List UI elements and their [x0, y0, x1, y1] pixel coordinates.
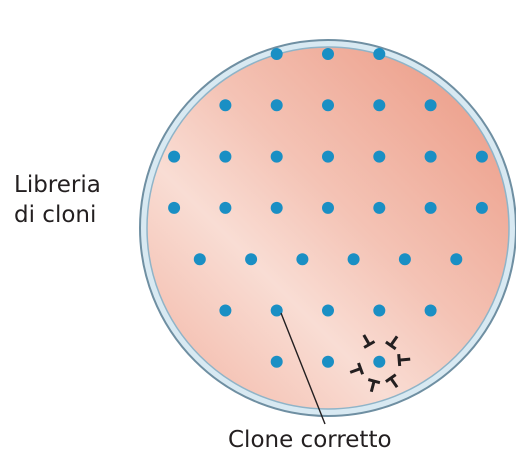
- colony: [373, 48, 385, 60]
- colony: [348, 253, 360, 265]
- correct-clone-label: Clone corretto: [228, 425, 392, 455]
- colony: [168, 202, 180, 214]
- colony: [425, 99, 437, 111]
- colony: [271, 305, 283, 317]
- colony: [271, 151, 283, 163]
- colony: [476, 151, 488, 163]
- colony: [322, 48, 334, 60]
- colony: [271, 99, 283, 111]
- correct-clone-colony: [373, 356, 385, 368]
- colony: [271, 202, 283, 214]
- colony: [168, 151, 180, 163]
- colony: [322, 151, 334, 163]
- colony: [425, 151, 437, 163]
- colony: [399, 253, 411, 265]
- colony: [271, 356, 283, 368]
- colony: [373, 202, 385, 214]
- colony: [219, 151, 231, 163]
- colony: [219, 202, 231, 214]
- colony: [373, 99, 385, 111]
- colony: [425, 305, 437, 317]
- colony: [373, 305, 385, 317]
- colony: [322, 202, 334, 214]
- colony: [425, 202, 437, 214]
- colony: [271, 48, 283, 60]
- colony: [219, 305, 231, 317]
- colony: [322, 99, 334, 111]
- colony: [219, 99, 231, 111]
- colony: [322, 305, 334, 317]
- colony: [194, 253, 206, 265]
- colony: [296, 253, 308, 265]
- colony: [450, 253, 462, 265]
- colony: [322, 356, 334, 368]
- colony: [245, 253, 257, 265]
- colony: [373, 151, 385, 163]
- colony: [476, 202, 488, 214]
